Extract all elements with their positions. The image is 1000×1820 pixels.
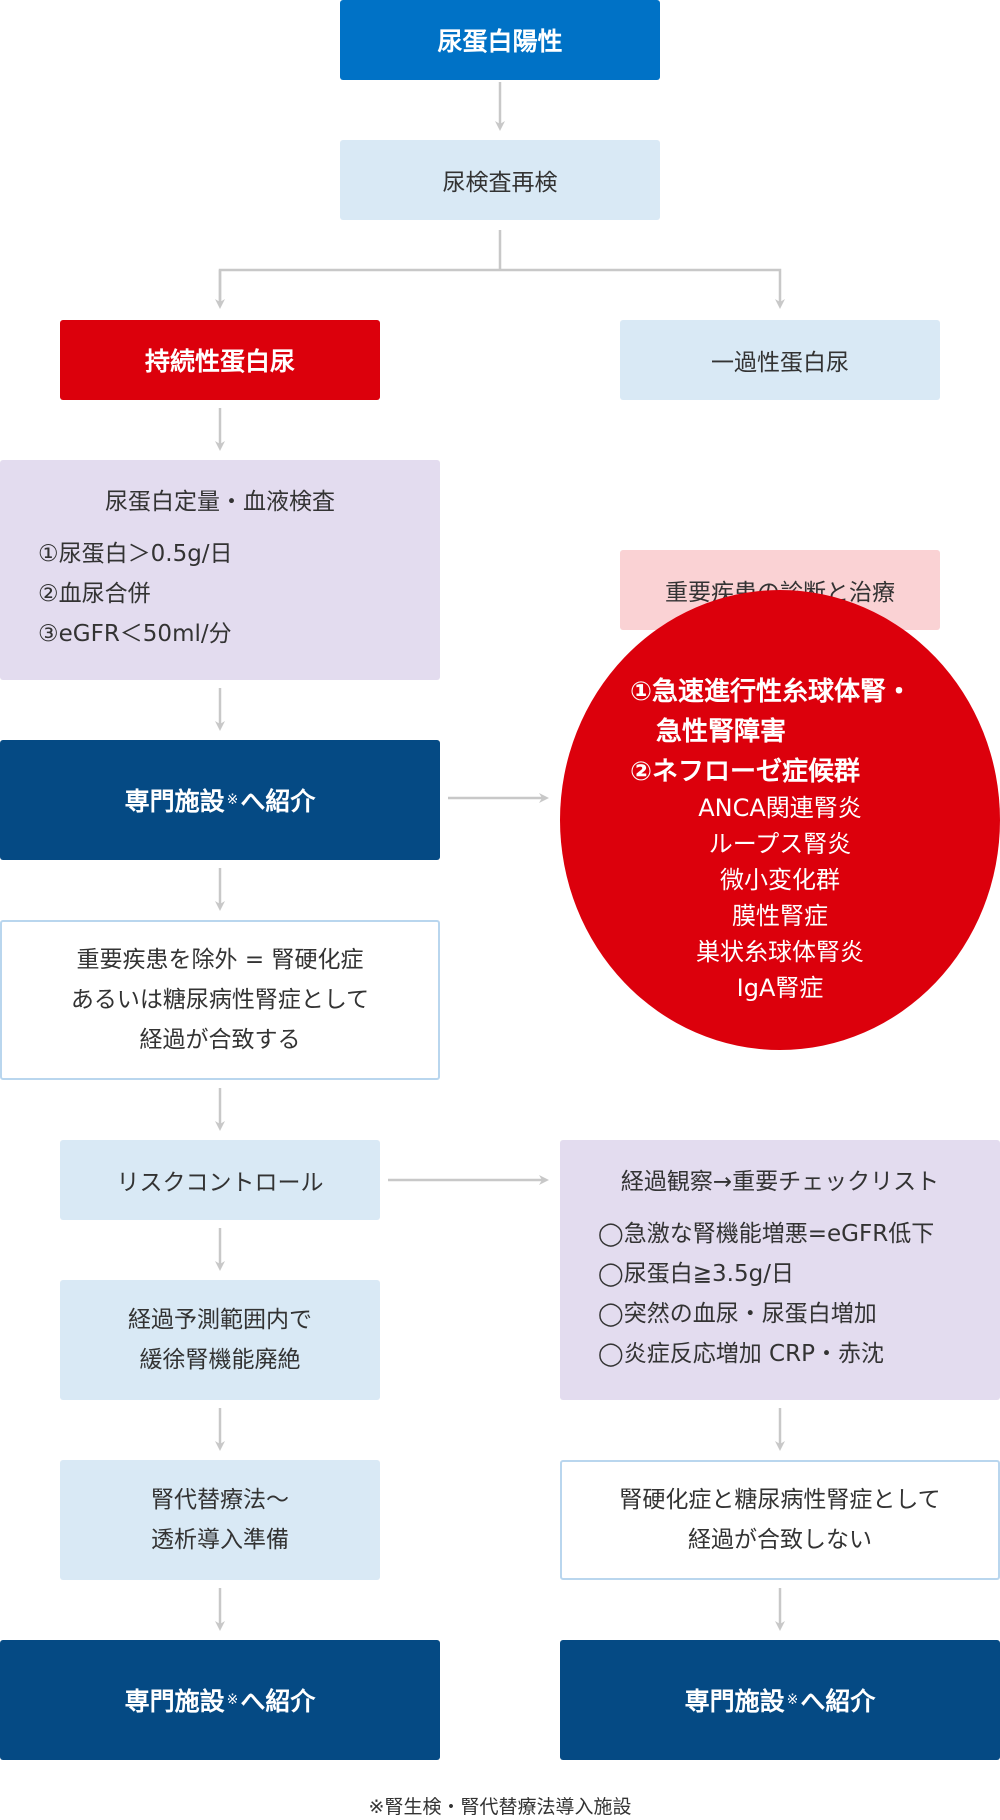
not-match-line: 腎硬化症と糖尿病性腎症として [619, 1487, 941, 1513]
refer-label: 専門施設 [124, 787, 225, 816]
node-refer-specialist-3: 専門施設※へ紹介 [560, 1640, 1000, 1760]
important-sub-item: 微小変化群 [720, 866, 840, 894]
decline-line: 緩徐腎機能廃絶 [139, 1347, 301, 1373]
decline-line: 経過予測範囲内で [128, 1307, 312, 1333]
node-quantitative-tests: 尿蛋白定量・血液検査 ①尿蛋白＞0.5g/日 ②血尿合併 ③eGFR＜50ml/… [0, 460, 440, 680]
refer-suffix: へ紹介 [240, 787, 316, 816]
node-exclude-important-disease: 重要疾患を除外 = 腎硬化症 あるいは糖尿病性腎症として 経過が合致する [0, 920, 440, 1080]
refer-label: 専門施設 [684, 1687, 785, 1716]
exclude-line: あるいは糖尿病性腎症として [70, 987, 370, 1013]
rrt-line: 透析導入準備 [151, 1527, 289, 1553]
refer-suffix: へ紹介 [240, 1687, 316, 1716]
node-urine-recheck-label: 尿検査再検 [442, 170, 558, 196]
not-match-line: 経過が合致しない [688, 1527, 872, 1553]
important-sub-list: ANCA関連腎炎 ループス腎炎 微小変化群 膜性腎症 巣状糸球体腎炎 IgA腎症 [560, 790, 1000, 1006]
important-sub-item: ループス腎炎 [708, 830, 852, 858]
checklist-item: ◯突然の血尿・尿蛋白増加 [598, 1301, 877, 1327]
checklist-item: ◯炎症反応増加 CRP・赤沈 [598, 1341, 884, 1367]
quant-criteria-item: ③eGFR＜50ml/分 [38, 621, 232, 647]
node-proteinuria-positive-label: 尿蛋白陽性 [437, 27, 563, 56]
checklist-list: ◯急激な腎機能増悪=eGFR低下 ◯尿蛋白≧3.5g/日 ◯突然の血尿・尿蛋白増… [598, 1214, 934, 1374]
checklist-item: ◯急激な腎機能増悪=eGFR低下 [598, 1221, 935, 1247]
important-sub-item: IgA腎症 [736, 974, 824, 1002]
node-observation-checklist: 経過観察→重要チェックリスト ◯急激な腎機能増悪=eGFR低下 ◯尿蛋白≧3.5… [560, 1140, 1000, 1400]
node-refer-specialist-1: 専門施設※へ紹介 [0, 740, 440, 860]
important-sub-item: 膜性腎症 [732, 902, 828, 930]
refer-note-mark: ※ [226, 792, 239, 808]
quant-criteria-item: ①尿蛋白＞0.5g/日 [38, 541, 233, 567]
important-main-list: ①急速進行性糸球体腎・ 急性腎障害 ②ネフローゼ症候群 [630, 672, 912, 792]
exclude-line: 経過が合致する [139, 1027, 301, 1053]
node-gradual-decline: 経過予測範囲内で 緩徐腎機能廃絶 [60, 1280, 380, 1400]
arrow-recheck-split [218, 230, 780, 306]
quant-criteria-item: ②血尿合併 [38, 581, 151, 607]
node-risk-control: リスクコントロール [60, 1140, 380, 1220]
refer-note-mark: ※ [786, 1692, 799, 1708]
footnote: ※腎生検・腎代替療法導入施設 [368, 1796, 632, 1818]
node-proteinuria-positive: 尿蛋白陽性 [340, 0, 660, 80]
node-transient-proteinuria: 一過性蛋白尿 [620, 320, 940, 400]
node-transient-proteinuria-label: 一過性蛋白尿 [711, 350, 849, 376]
exclude-line: 重要疾患を除外 = 腎硬化症 [76, 947, 364, 973]
node-persistent-proteinuria-label: 持続性蛋白尿 [144, 347, 295, 376]
important-main-item: 急性腎障害 [630, 717, 787, 747]
checklist-title: 経過観察→重要チェックリスト [620, 1169, 940, 1195]
rrt-line: 腎代替療法〜 [151, 1487, 289, 1513]
important-main-item: ②ネフローゼ症候群 [630, 757, 861, 787]
refer-note-mark: ※ [226, 1692, 239, 1708]
checklist-item: ◯尿蛋白≧3.5g/日 [598, 1261, 794, 1287]
node-persistent-proteinuria: 持続性蛋白尿 [60, 320, 380, 400]
important-sub-item: 巣状糸球体腎炎 [696, 938, 864, 966]
node-urine-recheck: 尿検査再検 [340, 140, 660, 220]
refer-suffix: へ紹介 [800, 1687, 876, 1716]
risk-control-label: リスクコントロール [116, 1170, 324, 1196]
node-refer-specialist-2: 専門施設※へ紹介 [0, 1640, 440, 1760]
quant-title: 尿蛋白定量・血液検査 [105, 489, 335, 515]
important-sub-item: ANCA関連腎炎 [698, 794, 862, 822]
node-course-not-match: 腎硬化症と糖尿病性腎症として 経過が合致しない [560, 1460, 1000, 1580]
node-important-diseases-circle: ①急速進行性糸球体腎・ 急性腎障害 ②ネフローゼ症候群 ANCA関連腎炎 ループ… [560, 590, 1000, 1050]
quant-criteria-list: ①尿蛋白＞0.5g/日 ②血尿合併 ③eGFR＜50ml/分 [38, 534, 233, 654]
refer-label: 専門施設 [124, 1687, 225, 1716]
important-main-item: ①急速進行性糸球体腎・ [630, 677, 913, 707]
node-renal-replacement: 腎代替療法〜 透析導入準備 [60, 1460, 380, 1580]
